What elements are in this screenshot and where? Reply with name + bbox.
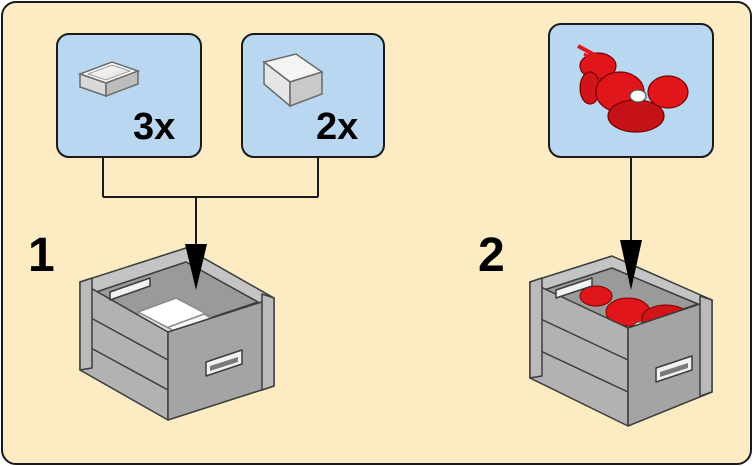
step-1-connector (102, 157, 319, 250)
flat-tile-icon (77, 61, 141, 98)
lobster-icon (577, 44, 689, 133)
part-callout-lobster (548, 23, 714, 158)
part-quantity-flat-tile: 3x (133, 106, 176, 148)
step-2-arrow (620, 240, 642, 290)
slope-tile-icon (262, 53, 324, 108)
part-quantity-slope-tile: 2x (316, 106, 359, 148)
step-number-1: 1 (28, 229, 55, 282)
part-callout-slope-tile (241, 33, 385, 158)
step-number-2: 2 (478, 229, 505, 282)
part-callout-flat-tile (56, 33, 202, 158)
crate-with-lobster-icon (529, 255, 713, 427)
step-1-arrow (185, 244, 207, 290)
crate-with-tiles-icon (79, 247, 275, 421)
